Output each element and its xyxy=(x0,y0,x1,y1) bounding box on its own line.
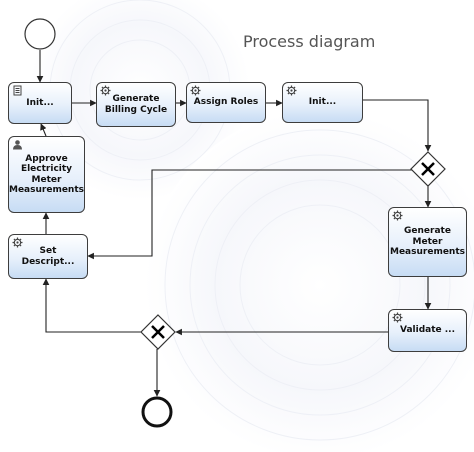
task-label: Init... xyxy=(26,97,54,108)
task-label: Approve Electricity Meter Measurements xyxy=(9,153,84,196)
task-assign-roles[interactable]: Assign Roles xyxy=(186,82,266,123)
gear-icon xyxy=(190,85,201,96)
flow-join-gateway-to-set-description xyxy=(42,278,141,333)
task-validate[interactable]: Validate ... xyxy=(388,309,467,352)
sequence-flows xyxy=(36,50,432,397)
task-label: Generate Billing Cycle xyxy=(104,94,168,115)
gear-icon xyxy=(392,210,403,221)
task-label: Set Descript... xyxy=(21,246,75,267)
exclusive-gateway-x-icon xyxy=(421,162,435,176)
flow-gateway-to-set-description xyxy=(87,169,412,260)
exclusive-gateway-x-icon xyxy=(151,325,165,339)
task-label: Assign Roles xyxy=(193,97,259,108)
exclusive-gateway[interactable] xyxy=(140,314,176,350)
task-approve-electricity-meter-measurements[interactable]: Approve Electricity Meter Measurements xyxy=(8,136,85,213)
gear-icon xyxy=(12,237,23,248)
task-init-2[interactable]: Init... xyxy=(282,82,363,123)
task-label: Validate ... xyxy=(399,325,456,336)
gear-icon xyxy=(392,312,403,323)
start-event[interactable] xyxy=(24,18,56,50)
task-init-1[interactable]: Init... xyxy=(8,82,72,124)
exclusive-gateway[interactable] xyxy=(410,151,446,187)
task-generate-meter-measurements[interactable]: Generate Meter Measurements xyxy=(388,207,467,277)
task-generate-billing-cycle[interactable]: Generate Billing Cycle xyxy=(96,82,176,127)
flow-approve-to-init xyxy=(40,123,47,137)
gear-icon xyxy=(286,85,297,96)
flow-init2-to-gateway xyxy=(363,99,432,152)
task-label: Generate Meter Measurements xyxy=(390,226,465,258)
gear-icon xyxy=(100,85,111,96)
script-icon xyxy=(13,85,22,96)
user-icon xyxy=(13,140,22,150)
task-set-description[interactable]: Set Descript... xyxy=(8,234,88,279)
end-event[interactable] xyxy=(141,396,173,428)
task-label: Init... xyxy=(308,97,337,108)
diagram-title: Process diagram xyxy=(243,32,376,51)
